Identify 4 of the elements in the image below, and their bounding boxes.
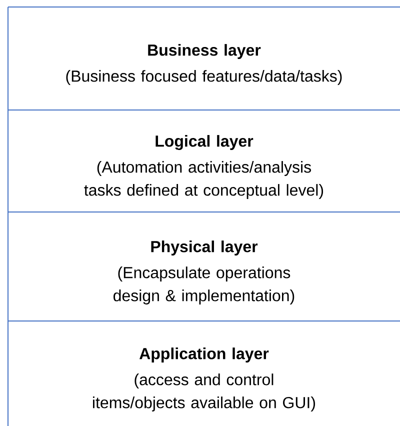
layer-box: Business layer (Business focused features/data/tasks) [8,6,400,110]
layer-box: Logical layer (Automation activities/analysis tasks defined at conceptual level) [8,110,400,212]
layer-box: Physical layer (Encapsulate operations design & implementation) [8,212,400,322]
layer-box: Application layer (access and control items/objects available on GUI) [8,320,400,426]
